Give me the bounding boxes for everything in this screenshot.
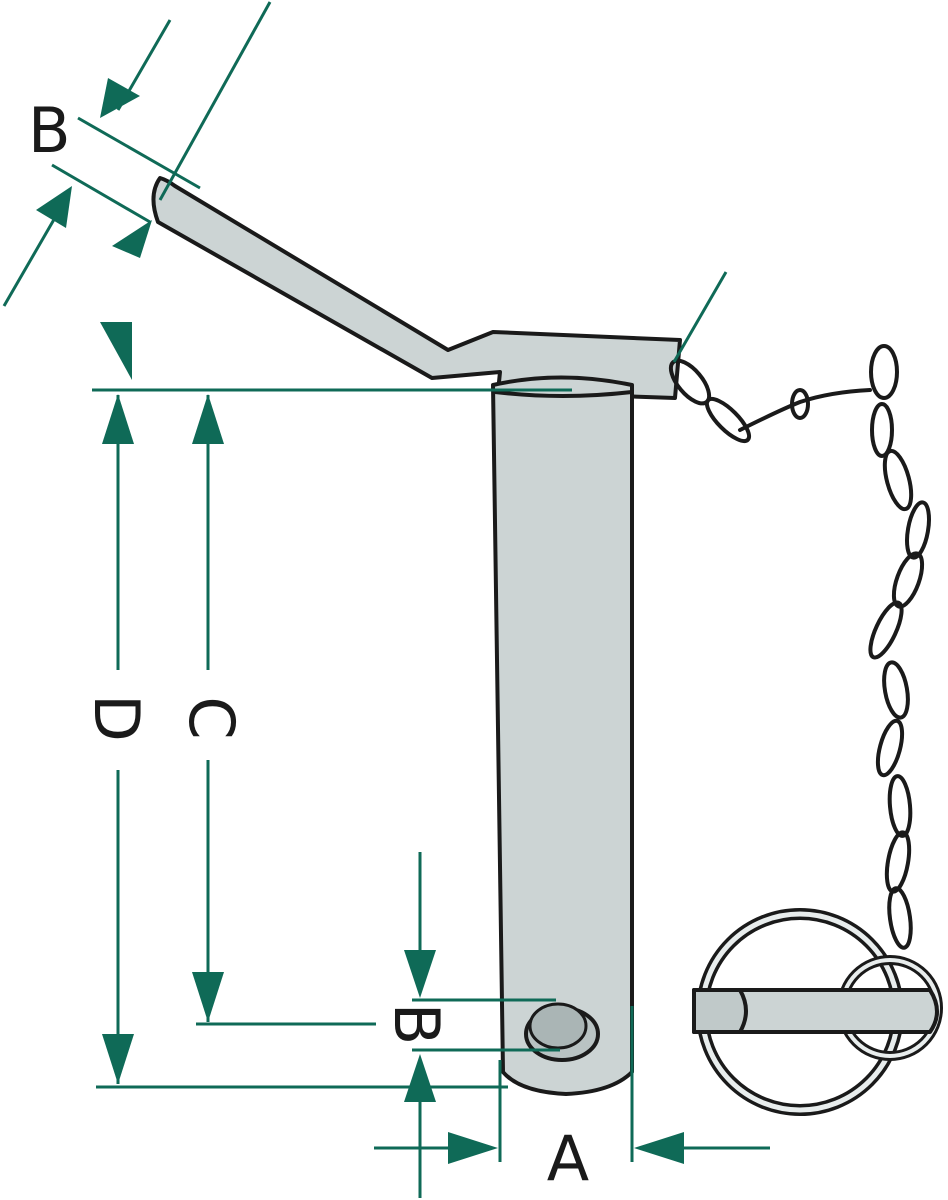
chain-link <box>882 448 914 512</box>
chain-link <box>887 886 913 950</box>
dim-chain-indicator <box>672 271 728 363</box>
lynch-pin <box>692 908 943 1116</box>
chain-link <box>887 774 913 838</box>
dim-c-arrowhead-bottom <box>192 972 224 1022</box>
pin-top-edge <box>493 390 634 398</box>
chain-link <box>870 402 894 458</box>
chain-link <box>875 718 905 778</box>
dim-b-extension-lower <box>51 163 151 224</box>
lynch-pin-rod <box>692 988 939 1034</box>
dim-b-arrowhead-handle <box>112 220 152 258</box>
dim-c-arrowhead-top <box>192 394 224 444</box>
label-a: A <box>547 1122 589 1195</box>
retaining-chain <box>668 344 931 950</box>
chain-link <box>882 660 910 720</box>
labels: B D C B A <box>28 94 589 1195</box>
dim-b-hole-arrowhead-top <box>404 950 436 998</box>
dim-b-arrowhead-bottom <box>36 186 72 228</box>
label-b-top: B <box>28 94 71 167</box>
chain-link <box>884 830 912 894</box>
chain-link <box>891 551 925 609</box>
dimensions <box>2 1 770 1198</box>
dim-a-arrowhead-left <box>448 1132 498 1164</box>
dim-d-arrowhead-bottom <box>102 1034 134 1084</box>
dim-b-extension-upper <box>77 116 201 190</box>
dim-b-guide <box>158 1 272 201</box>
label-d: D <box>80 694 153 742</box>
chain-link <box>869 344 899 400</box>
chain-link <box>738 388 872 432</box>
dim-b-arrowhead-top <box>100 78 140 118</box>
pin-handle-arm <box>151 176 682 400</box>
label-c: C <box>175 696 248 739</box>
chain-link <box>790 388 810 420</box>
pin-shaft <box>491 375 634 1096</box>
lynch-pin-head <box>692 988 748 1034</box>
chain-link <box>868 600 904 660</box>
pin-hole <box>528 1002 588 1050</box>
label-b-hole: B <box>380 1003 453 1046</box>
dim-a-arrowhead-right <box>634 1132 684 1164</box>
chain-link <box>704 396 752 444</box>
dim-d-arrowhead-top <box>102 394 134 444</box>
pin-body <box>151 176 682 1096</box>
dim-b-hole-arrowhead-bottom <box>404 1054 436 1102</box>
dim-top-tick <box>100 322 132 380</box>
dim-b-arrow-shaft-bottom <box>2 215 58 307</box>
chain-link <box>905 500 931 560</box>
